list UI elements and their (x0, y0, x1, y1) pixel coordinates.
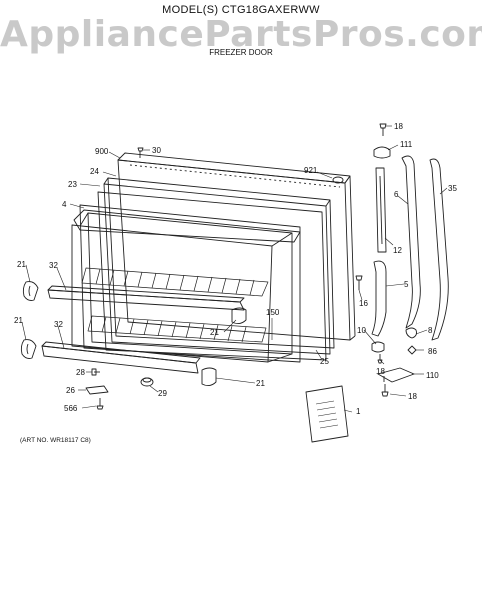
stop-26 (85, 385, 109, 395)
inner-door-liner (71, 204, 301, 363)
callout-24: 24 (90, 167, 99, 176)
callout-25: 25 (320, 357, 329, 366)
lower-shelf-ribs (87, 315, 267, 343)
callout-111: 111 (400, 140, 413, 149)
callout-12: 12 (393, 246, 402, 255)
callout-900: 900 (95, 147, 109, 156)
screw-18-mid (377, 354, 383, 364)
callout-21-upper-left: 21 (17, 260, 26, 269)
spring-28 (91, 368, 100, 376)
callout-21-bottom: 21 (256, 379, 265, 388)
hinge-support-12 (375, 167, 387, 253)
callout-4: 4 (62, 200, 67, 209)
callout-86: 86 (428, 347, 437, 356)
callout-18-mid: 18 (376, 367, 385, 376)
callout-26: 26 (66, 386, 75, 395)
callout-labels: 900 30 24 23 4 921 18 111 6 35 12 21 32 … (14, 122, 457, 416)
callout-6: 6 (394, 190, 399, 199)
pin-86 (407, 345, 417, 355)
callout-32-upper: 32 (49, 261, 58, 270)
upper-shelf-ribs (81, 267, 269, 297)
cam-10 (371, 341, 385, 353)
callout-32-lower: 32 (54, 320, 63, 329)
callout-21-lower-left: 21 (14, 316, 23, 325)
diagram-subtitle: FREEZER DOOR (209, 48, 273, 57)
callout-29: 29 (158, 389, 167, 398)
callout-566: 566 (64, 404, 78, 413)
plug-921 (332, 176, 344, 184)
callout-10: 10 (357, 326, 366, 335)
rail-end-cap-right (231, 307, 247, 325)
bushing-8 (405, 327, 417, 339)
callout-18-bottom: 18 (408, 392, 417, 401)
door-handle-6 (401, 155, 421, 329)
art-number: (ART NO. WR18117 C8) (20, 437, 91, 444)
screw-16 (355, 275, 363, 290)
callout-5: 5 (404, 280, 409, 289)
callout-150: 150 (266, 308, 280, 317)
upper-door-rail (47, 285, 245, 311)
callout-30: 30 (152, 146, 161, 155)
hinge-bracket-111 (373, 146, 391, 159)
leader-lines (21, 125, 448, 413)
screw-566 (96, 398, 104, 410)
callout-921: 921 (304, 166, 318, 175)
screw-30 (137, 147, 144, 158)
rail-end-cap-bottom (201, 367, 217, 387)
callout-8: 8 (428, 326, 433, 335)
model-title: MODEL(S) CTG18GAXERWW (162, 4, 320, 16)
callout-18-top: 18 (394, 122, 403, 131)
top-hinge-screw (379, 123, 387, 136)
rail-end-cap-left-lower (20, 339, 37, 359)
callout-21-right: 21 (210, 328, 219, 337)
hinge-arm-5 (371, 260, 387, 337)
callout-16: 16 (359, 299, 368, 308)
callout-23: 23 (68, 180, 77, 189)
callout-35: 35 (448, 184, 457, 193)
cap-29 (140, 377, 154, 387)
outer-door-panel (117, 152, 356, 341)
callout-28: 28 (76, 368, 85, 377)
callout-1: 1 (356, 407, 361, 416)
lower-door-rail (41, 341, 201, 374)
instruction-card-1 (305, 385, 349, 443)
callout-110: 110 (426, 371, 439, 380)
screw-18-lower (381, 384, 389, 397)
handle-cover-35 (429, 158, 449, 341)
rail-end-cap-left-upper (22, 281, 39, 301)
